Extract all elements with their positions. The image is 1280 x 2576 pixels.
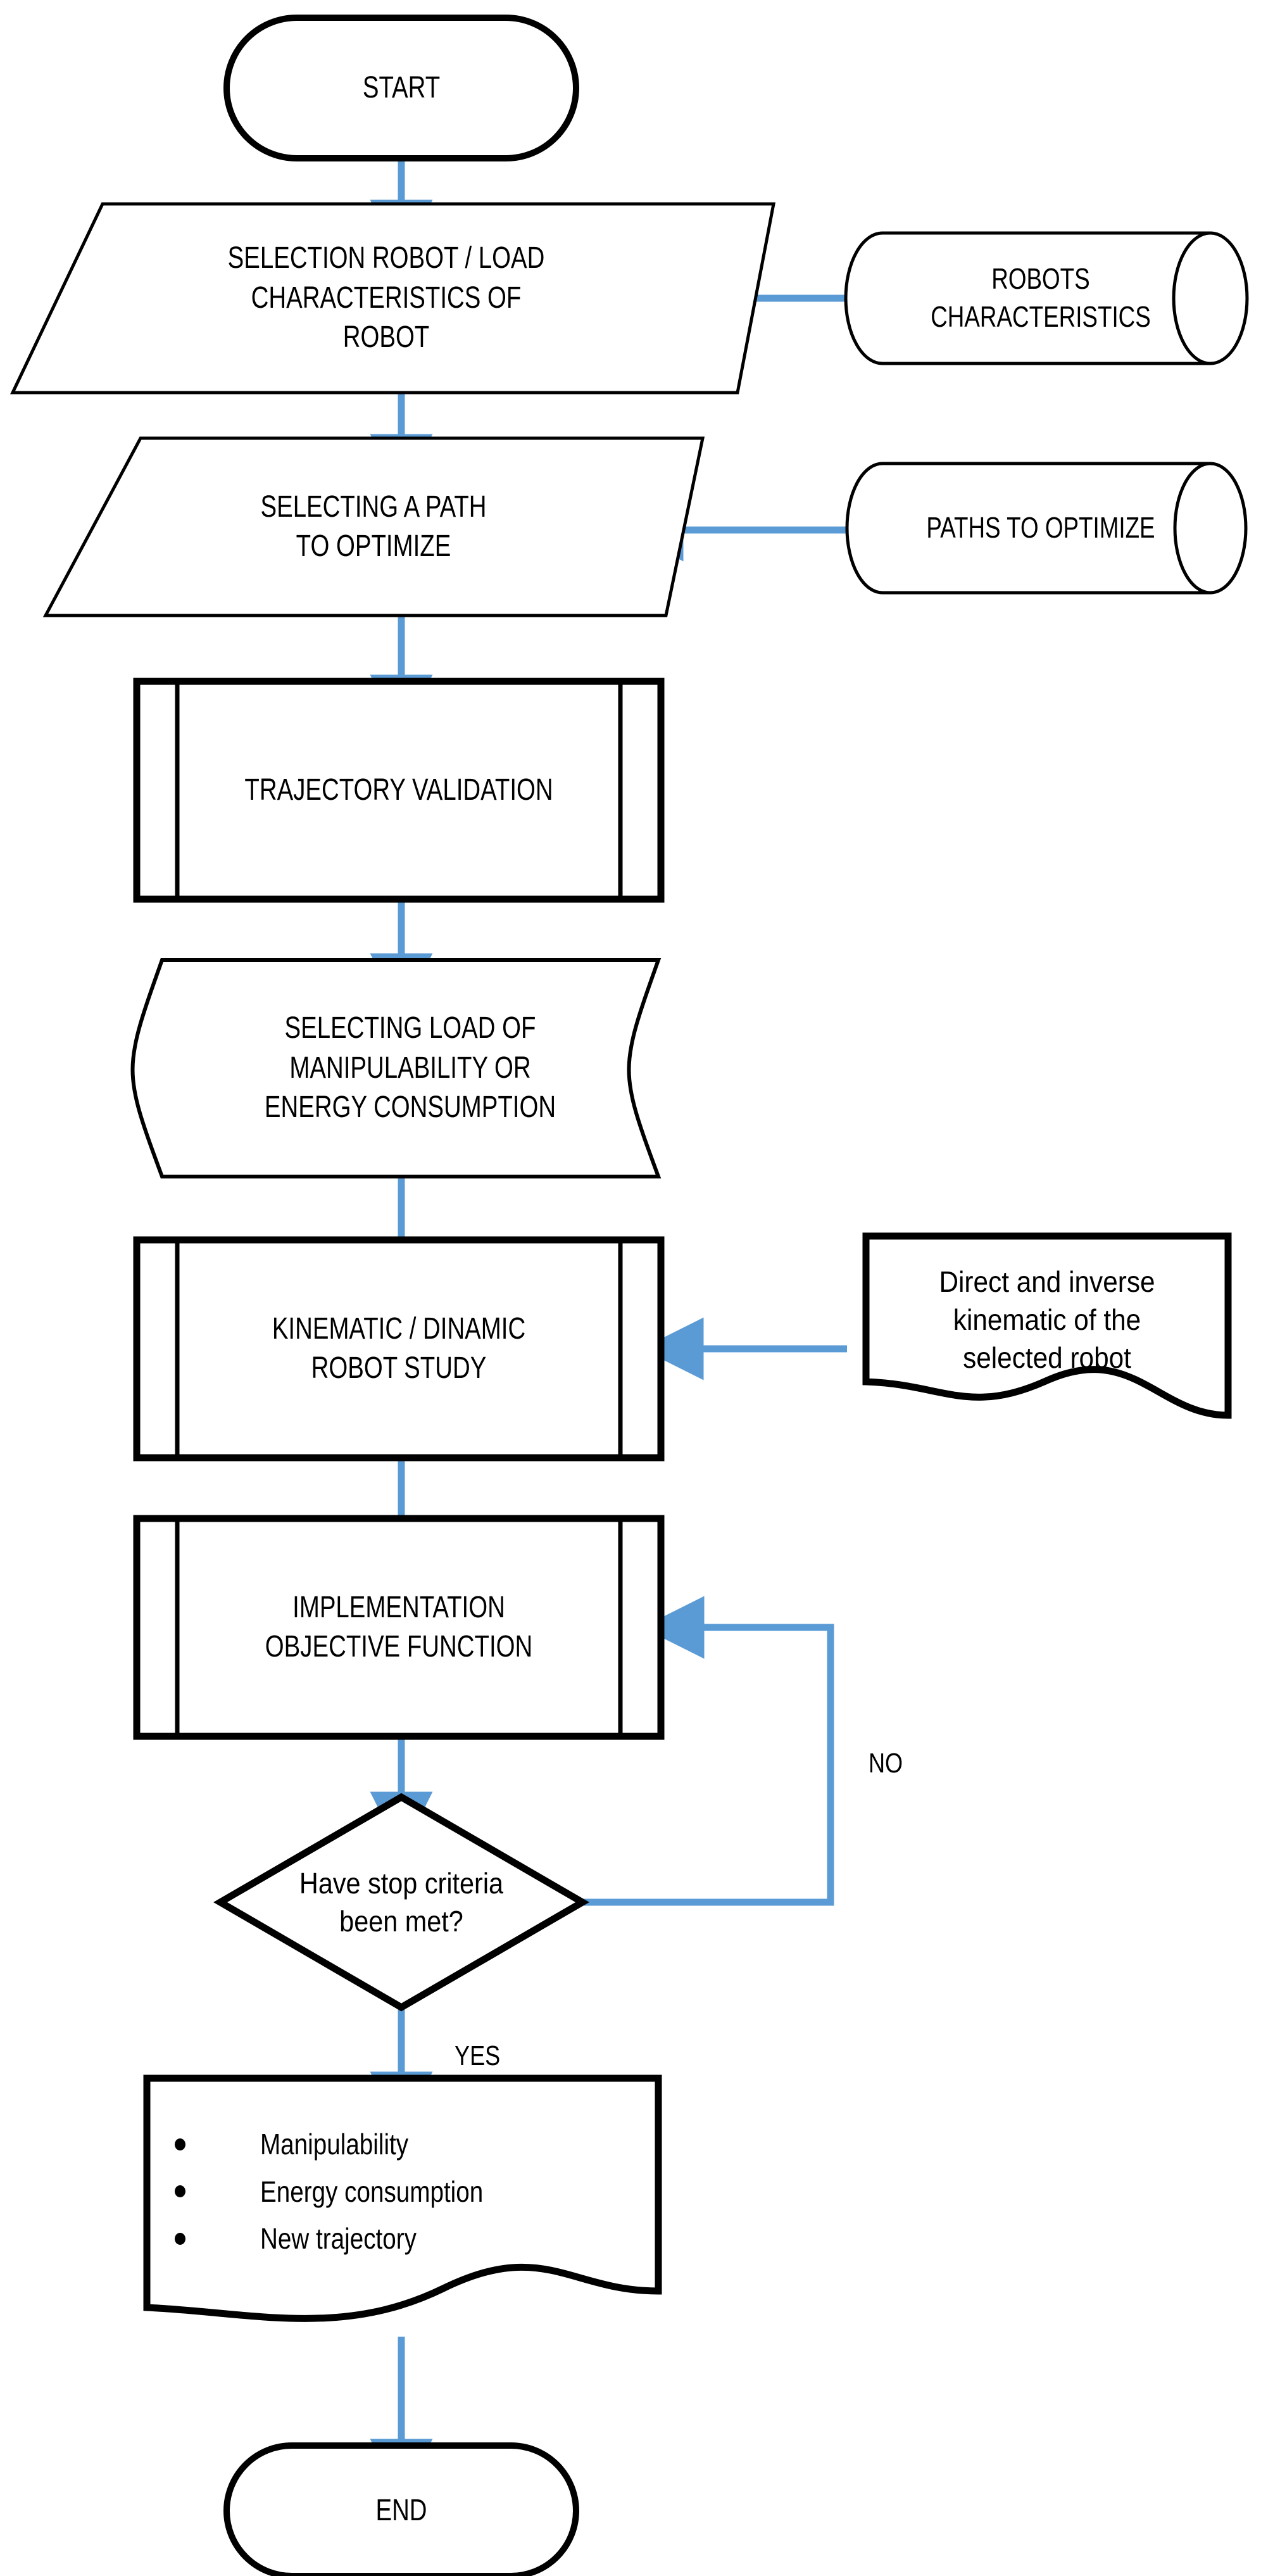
- shape-paths-to-optimize-cylinder: [845, 462, 1248, 595]
- shape-direct-inverse-kinematic-document: [862, 1232, 1232, 1419]
- shape-start-terminator: [223, 15, 579, 161]
- shape-selecting-path-parallelogram: [42, 436, 705, 617]
- bullet-icon: [175, 2233, 185, 2245]
- shape-trajectory-validation-predefined-process: [133, 678, 665, 903]
- shape-selection-robot-parallelogram: [10, 202, 776, 395]
- shape-stop-criteria-decision: [213, 1793, 589, 2012]
- list-item: Energy consumption: [147, 2168, 658, 2216]
- edge-label-yes: YES: [455, 2040, 501, 2071]
- bullet-icon: [175, 2138, 185, 2150]
- connector-no-feedback-loop: [582, 1596, 834, 1906]
- results-bullet-list: Manipulability Energy consumption New tr…: [147, 2087, 658, 2296]
- list-item: New trajectory: [147, 2215, 658, 2263]
- shape-results-document: [143, 2074, 662, 2322]
- list-item-label: Energy consumption: [260, 2175, 484, 2208]
- list-item-label: New trajectory: [260, 2222, 417, 2256]
- shape-robots-characteristics-cylinder: [844, 231, 1249, 365]
- shape-end-terminator: [223, 2442, 579, 2576]
- shape-selecting-load-stored-data: [130, 958, 662, 1178]
- list-item: Manipulability: [147, 2121, 658, 2168]
- shape-implementation-objective-predefined-process: [133, 1515, 665, 1740]
- bullet-icon: [175, 2185, 185, 2198]
- list-item-label: Manipulability: [260, 2128, 409, 2161]
- edge-label-no: NO: [869, 1748, 903, 1779]
- shape-kinematic-study-predefined-process: [133, 1236, 665, 1462]
